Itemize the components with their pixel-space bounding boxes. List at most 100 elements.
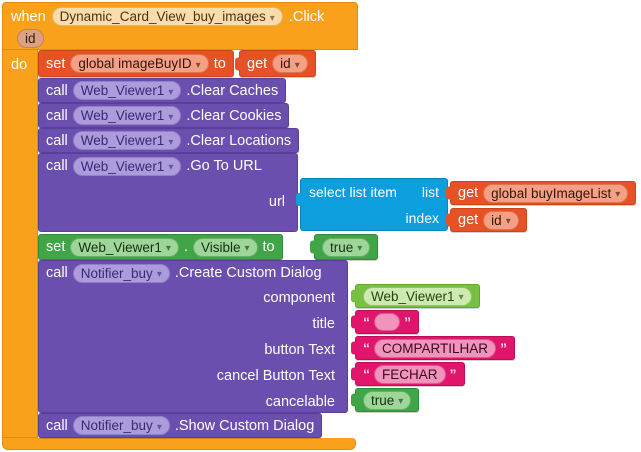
logic-true-block[interactable]: true [310,234,379,260]
component-value-dropdown[interactable]: Web_Viewer1 [363,286,472,306]
method-name: .Show Custom Dialog [174,417,315,434]
set-keyword: set [46,239,66,255]
call-clear-cookies-block[interactable]: call Web_Viewer1 .Clear Cookies [38,103,290,128]
property-name: Visible [200,239,241,255]
get-variable-dropdown[interactable]: id [483,210,519,230]
open-quote: “ [363,314,370,330]
component-name: Web_Viewer1 [80,108,165,123]
component-dropdown[interactable]: Web_Viewer1 [70,237,179,257]
button-text-input[interactable]: COMPARTILHAR [374,338,497,358]
dropdown-arrow-icon [245,240,250,254]
dropdown-arrow-icon [398,393,403,407]
title-text-block[interactable]: “ ” [351,310,419,334]
plug-tab [446,186,453,200]
component-dropdown[interactable]: Notifier_buy [72,416,170,435]
method-name: .Create Custom Dialog [174,265,322,281]
list-arg-label: list [421,184,439,200]
true-value: true [330,239,354,255]
dropdown-arrow-icon [157,419,162,433]
component-dropdown[interactable]: Web_Viewer1 [72,131,182,150]
cancelable-true-block[interactable]: true [351,388,420,412]
get-variable-name: id [280,56,291,71]
call-clear-locations-block[interactable]: call Web_Viewer1 .Clear Locations [38,128,300,153]
get-id-index-block[interactable]: get id [446,208,527,232]
select-list-item-block[interactable]: select list item list index [296,178,448,231]
plug-tab [235,57,242,70]
dropdown-arrow-icon [168,109,173,123]
true-dropdown[interactable]: true [322,237,371,257]
select-list-item-label: select list item [309,184,397,200]
button-text-block[interactable]: “ COMPARTILHAR ” [351,336,516,360]
component-name: Notifier_buy [80,418,153,433]
component-name: Notifier_buy [80,265,153,281]
plug-tab [351,341,358,355]
dropdown-arrow-icon [168,159,173,173]
set-visible-block[interactable]: set Web_Viewer1 . Visible to [38,234,283,260]
call-go-to-url-block[interactable]: call Web_Viewer1 .Go To URL url [38,153,298,232]
to-keyword: to [213,55,226,72]
get-keyword: get [458,212,479,228]
dropdown-arrow-icon [357,240,362,254]
event-param-id[interactable]: id [17,29,44,48]
title-param-label: title [312,316,335,332]
dropdown-arrow-icon [196,57,201,71]
component-name: Web_Viewer1 [80,83,165,98]
event-block-do-column[interactable]: do [2,50,38,438]
set-keyword: set [46,55,66,72]
get-keyword: get [247,55,268,72]
close-quote: ” [449,366,457,382]
cancel-button-text-param-label: cancel Button Text [216,368,335,384]
get-variable-dropdown[interactable]: id [272,54,308,73]
call-show-custom-dialog-block[interactable]: call Notifier_buy .Show Custom Dialog [38,413,323,438]
method-name: .Clear Caches [186,82,279,99]
component-dropdown[interactable]: Web_Viewer1 [72,106,182,125]
title-text-input[interactable] [374,313,400,331]
dropdown-arrow-icon [270,10,275,24]
plug-tab [351,367,358,381]
cancel-button-text-input[interactable]: FECHAR [374,364,446,384]
dropdown-arrow-icon [166,240,171,254]
call-keyword: call [46,158,68,174]
call-create-custom-dialog-block[interactable]: call Notifier_buy .Create Custom Dialog … [38,260,348,413]
call-keyword: call [46,82,68,99]
open-quote: “ [363,366,370,382]
get-variable-dropdown[interactable]: global buyImageList [483,183,629,203]
variable-name: global imageBuyID [78,56,192,71]
dropdown-arrow-icon [168,84,173,98]
component-name: Web_Viewer1 [80,133,165,148]
component-value-block[interactable]: Web_Viewer1 [351,284,480,308]
button-text-param-label: button Text [264,342,335,358]
method-name: .Go To URL [186,158,262,174]
method-name: .Clear Locations [186,132,292,149]
component-dropdown[interactable]: Web_Viewer1 [72,156,182,176]
get-global-buyimagelist-block[interactable]: get global buyImageList [446,181,637,205]
dropdown-arrow-icon [459,289,464,303]
close-quote: ” [500,340,508,356]
dropdown-arrow-icon [295,57,300,71]
cancel-button-text-block[interactable]: “ FECHAR ” [351,362,465,386]
dot-separator: . [183,239,188,255]
event-component-dropdown[interactable]: Dynamic_Card_View_buy_images [51,7,283,26]
open-quote: “ [363,340,370,356]
to-keyword: to [262,239,275,255]
call-keyword: call [46,417,68,434]
dropdown-arrow-icon [615,186,620,200]
event-block-when-click[interactable]: when Dynamic_Card_View_buy_images .Click… [2,2,358,50]
get-keyword: get [458,185,479,201]
event-component-name: Dynamic_Card_View_buy_images [59,9,266,24]
plug-tab [351,289,358,303]
property-dropdown[interactable]: Visible [192,237,258,257]
true-dropdown[interactable]: true [363,390,412,410]
call-keyword: call [46,107,68,124]
set-global-imagebuyid-block[interactable]: set global imageBuyID to [38,50,234,77]
dropdown-arrow-icon [506,213,511,227]
call-clear-caches-block[interactable]: call Web_Viewer1 .Clear Caches [38,78,287,103]
plug-tab [296,193,303,206]
get-id-block[interactable]: get id [235,50,316,77]
component-dropdown[interactable]: Web_Viewer1 [72,81,182,100]
variable-dropdown[interactable]: global imageBuyID [70,54,209,73]
event-block-bottom[interactable] [2,438,356,450]
method-name: .Clear Cookies [186,107,282,124]
component-dropdown[interactable]: Notifier_buy [72,263,170,283]
